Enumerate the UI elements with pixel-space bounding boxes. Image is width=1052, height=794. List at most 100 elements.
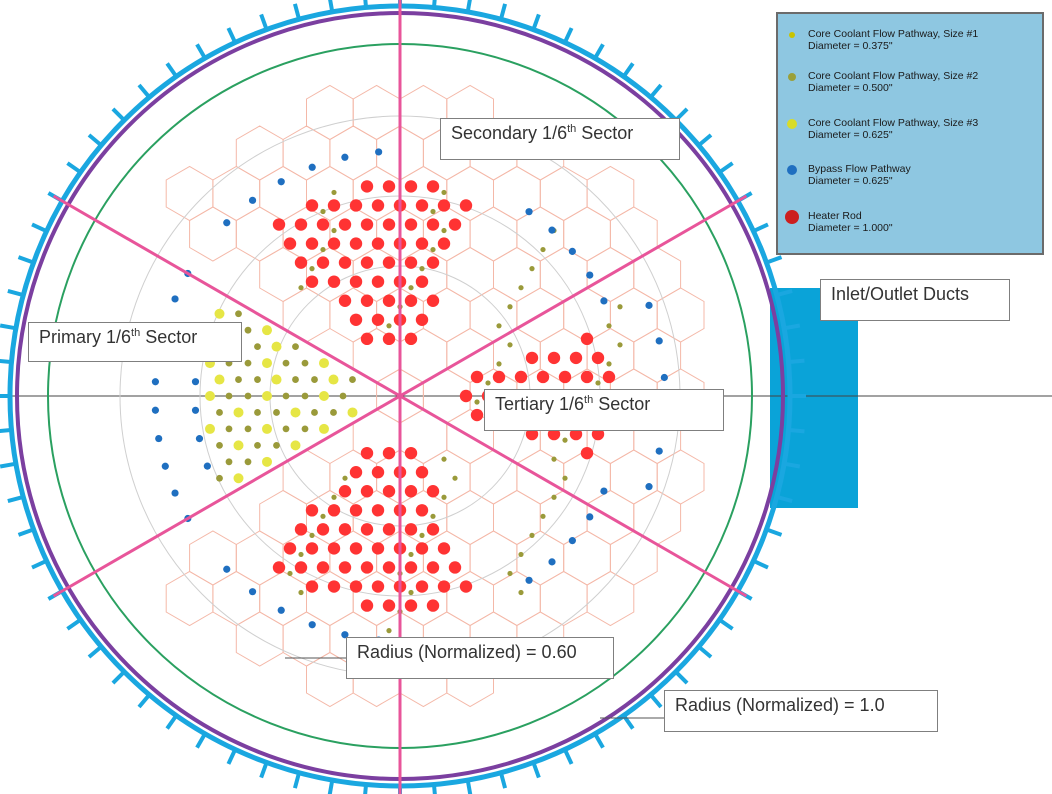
bypass-pathway-dot — [171, 489, 179, 497]
coolant-pathway-dot — [430, 208, 436, 215]
hex-block — [306, 246, 354, 303]
hex-block — [352, 165, 401, 222]
coolant-pathway-dot — [320, 246, 326, 253]
heater-rod-dot — [569, 351, 583, 365]
coolant-pathway-dot — [408, 551, 414, 558]
hex-block — [469, 530, 518, 586]
heater-rod-dot — [415, 504, 429, 517]
tick-mark — [719, 619, 734, 631]
tick-mark — [532, 13, 541, 29]
coolant-pathway-dot — [408, 589, 414, 596]
heater-rod-dot — [272, 561, 286, 574]
hex-block — [399, 570, 448, 627]
coolant-pathway-dot — [244, 458, 252, 466]
heater-rod-dot — [382, 599, 396, 612]
coolant-pathway-dot — [562, 437, 568, 443]
heater-rod-dot — [415, 275, 429, 288]
heater-rod-dot — [415, 199, 429, 212]
tick-mark — [754, 559, 769, 570]
hex-block — [656, 287, 705, 343]
bypass-pathway-dot — [341, 153, 349, 161]
coolant-pathway-dot — [309, 266, 315, 272]
heater-rod-dot — [415, 313, 429, 326]
coolant-pathway-dot — [244, 326, 252, 334]
tick-mark — [754, 222, 769, 233]
heater-rod-dot — [404, 332, 418, 346]
coolant-pathway-dot — [441, 227, 447, 234]
heater-rod-dot — [316, 218, 330, 231]
tick-mark — [31, 222, 46, 233]
coolant-pathway-dot — [205, 423, 215, 434]
heater-rod-dot — [470, 370, 484, 384]
tick-mark — [432, 0, 437, 6]
coolant-pathway-dot — [507, 342, 513, 348]
coolant-pathway-dot — [529, 532, 535, 538]
bypass-pathway-dot — [600, 487, 608, 495]
coolant-pathway-dot — [319, 391, 329, 401]
coolant-pathway-dot — [273, 409, 280, 416]
sector-divider-line — [52, 194, 748, 598]
coolant-pathway-dot — [298, 285, 304, 291]
coolant-pathway-dot — [262, 325, 272, 336]
tick-mark — [699, 646, 713, 659]
tick-mark — [499, 3, 508, 18]
hex-block — [422, 530, 471, 586]
bypass-pathway-dot — [645, 301, 653, 309]
hex-block — [399, 246, 448, 303]
coolant-pathway-dot — [331, 189, 337, 196]
tick-mark — [7, 495, 22, 504]
coolant-pathway-dot — [287, 570, 293, 577]
heater-rod-dot — [349, 504, 363, 517]
coolant-pathway-dot — [441, 494, 447, 500]
coolant-pathway-dot — [298, 551, 304, 558]
coolant-pathway-dot — [216, 409, 223, 416]
hex-block — [539, 570, 588, 627]
tick-mark — [66, 161, 81, 173]
coolant-pathway-dot — [254, 376, 261, 383]
bypass-pathway-dot — [525, 576, 533, 584]
bypass-pathway-dot — [191, 378, 200, 386]
heater-rod-dot — [283, 237, 297, 250]
heater-rod-dot — [459, 580, 473, 593]
heater-rod-dot — [338, 561, 352, 574]
tick-mark — [363, 786, 368, 794]
heater-rod-dot — [382, 294, 396, 307]
hex-block — [189, 530, 237, 586]
heater-rod-dot — [426, 256, 440, 269]
coolant-pathway-dot — [309, 532, 315, 538]
coolant-pathway-dot — [235, 376, 242, 383]
primary-sector-label: Primary 1/6th Sector — [28, 322, 242, 362]
coolant-pathway-dot — [254, 409, 261, 416]
coolant-pathway-dot — [496, 361, 502, 367]
heater-rod-dot — [349, 275, 363, 288]
coolant-pathway-dot — [205, 391, 215, 401]
coolant-pathway-dot — [214, 374, 225, 385]
heater-rod-dot — [294, 523, 308, 536]
heater-rod-dot — [569, 427, 583, 441]
heater-rod-dot — [360, 332, 374, 346]
outer-tick-marks — [0, 0, 806, 794]
tick-mark — [137, 695, 150, 709]
tick-mark — [790, 358, 805, 364]
heater-rod-dot — [426, 599, 440, 612]
heater-rod-dot — [382, 446, 396, 460]
heater-rod-dot — [327, 275, 341, 288]
tick-mark — [594, 43, 605, 58]
coolant-pathway-dot — [408, 285, 414, 291]
coolant-pathway-dot — [282, 425, 290, 433]
coolant-pathway-dot — [518, 589, 524, 596]
hex-block — [306, 570, 354, 627]
hex-block — [469, 206, 518, 262]
tick-mark — [226, 27, 237, 42]
tick-mark — [66, 619, 81, 631]
coolant-pathway-dot — [349, 376, 356, 383]
tick-mark — [563, 750, 574, 765]
coolant-pathway-dot — [311, 409, 318, 416]
heater-rod-dot — [382, 485, 396, 498]
coolant-pathway-dot — [328, 374, 339, 385]
hex-block — [609, 449, 658, 505]
coolant-pathway-dot — [386, 628, 392, 634]
heater-rod-dot — [327, 504, 341, 517]
